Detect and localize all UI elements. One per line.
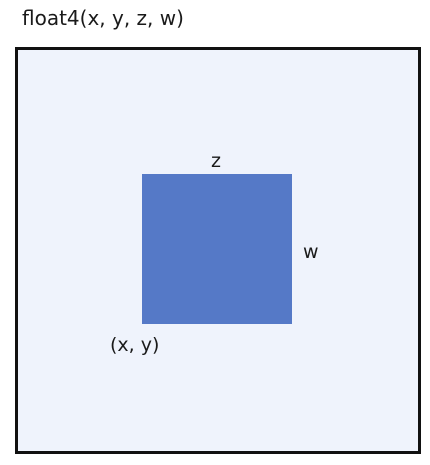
width-label: z bbox=[211, 150, 221, 172]
origin-label: (x, y) bbox=[110, 334, 160, 356]
diagram-caption: float4(x, y, z, w) bbox=[22, 6, 184, 30]
rectangle bbox=[142, 174, 292, 324]
height-label: w bbox=[303, 241, 319, 263]
